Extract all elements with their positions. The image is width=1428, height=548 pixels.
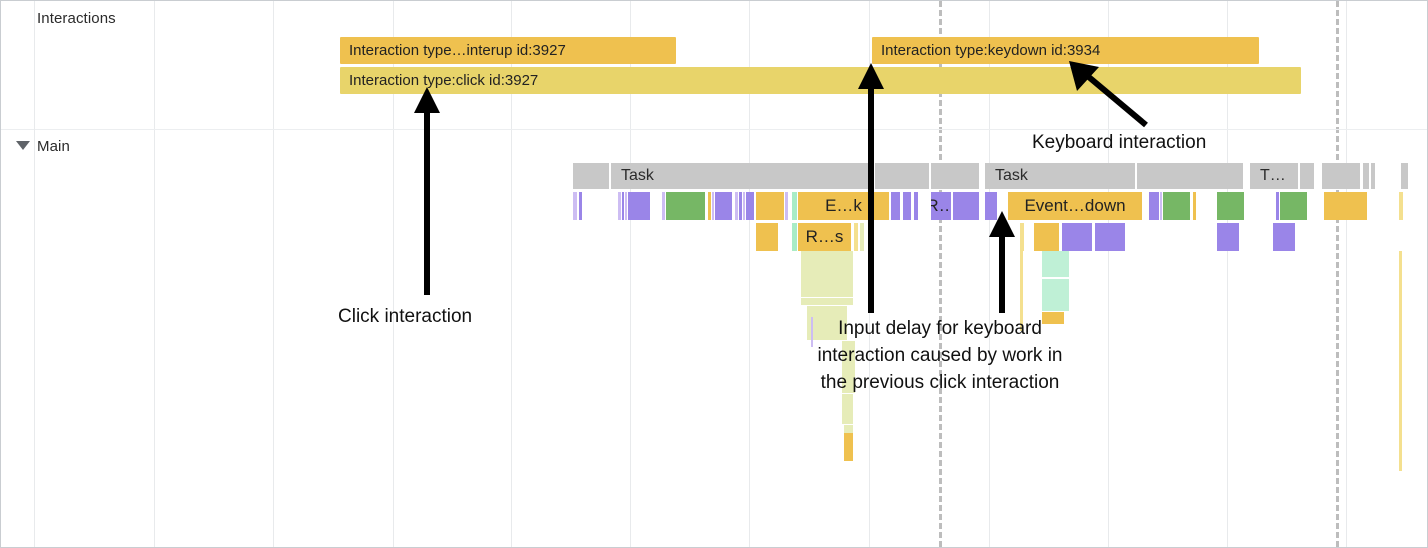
flame-l1-block-34[interactable] xyxy=(1399,192,1403,220)
flame-l1-block-3[interactable] xyxy=(622,192,624,220)
flame-l1-block-23[interactable] xyxy=(953,192,979,220)
flame-task-block-9[interactable] xyxy=(1363,163,1369,189)
flame-l1-block-10[interactable] xyxy=(715,192,732,220)
flame-l1-block-28[interactable] xyxy=(1163,192,1190,220)
flame-l1-block-20[interactable] xyxy=(903,192,911,220)
flame-l1-block-30[interactable] xyxy=(1217,192,1244,220)
flame-task-label-6: T… xyxy=(1260,167,1286,184)
flame-l1-block-17[interactable] xyxy=(792,192,797,220)
flame-thin-vertical-0[interactable] xyxy=(1020,251,1023,331)
flame-l2-block-7[interactable] xyxy=(1062,223,1092,251)
flame-cascade-pale-tail[interactable] xyxy=(844,433,853,461)
flame-task-block-10[interactable] xyxy=(1371,163,1375,189)
flame-l1-block-14[interactable] xyxy=(746,192,754,220)
flame-cascade-pale-segment-0[interactable] xyxy=(801,251,853,297)
flame-l1-block-29[interactable] xyxy=(1193,192,1196,220)
flame-cascade-pale-segment-4[interactable] xyxy=(842,394,853,424)
flame-l1-label-18: E…k xyxy=(825,196,862,215)
flame-l1-block-16[interactable] xyxy=(785,192,788,220)
flame-task-block-6[interactable] xyxy=(1250,163,1298,189)
flame-l1-block-13[interactable] xyxy=(743,192,745,220)
flame-task-block-0[interactable] xyxy=(573,163,609,189)
flame-l1-block-19[interactable] xyxy=(891,192,900,220)
flame-task-block-5[interactable] xyxy=(1137,163,1243,189)
flame-l2-block-8[interactable] xyxy=(1095,223,1125,251)
flame-task-block-1[interactable] xyxy=(611,163,873,189)
flame-l2-block-6[interactable] xyxy=(1034,223,1059,251)
flame-cascade-mint-segment-1[interactable] xyxy=(1042,279,1069,311)
flame-task-block-3[interactable] xyxy=(931,163,979,189)
flame-task-block-7[interactable] xyxy=(1300,163,1314,189)
flame-l1-block-1[interactable] xyxy=(579,192,582,220)
flame-l1-block-4[interactable] xyxy=(625,192,627,220)
flame-thin-vertical-1[interactable] xyxy=(811,317,813,347)
flame-l1-block-5[interactable] xyxy=(628,192,650,220)
flame-l1-block-24[interactable] xyxy=(985,192,997,220)
straight-up-arrow-input-delay-2 xyxy=(989,211,1015,313)
flame-l2-block-4[interactable] xyxy=(860,223,864,251)
flame-task-label-4: Task xyxy=(995,167,1028,184)
input-delay-annotation: Input delay for keyboard interaction cau… xyxy=(817,318,1063,393)
flame-task-block-11[interactable] xyxy=(1401,163,1408,189)
diagonal-up-left-arrow-keyboard xyxy=(1069,61,1148,128)
track-separator xyxy=(1,129,1427,130)
flame-l2-block-1[interactable] xyxy=(792,223,797,251)
flame-l1-block-0[interactable] xyxy=(573,192,577,220)
track-label-interactions[interactable]: Interactions xyxy=(37,10,116,27)
flame-l1-block-2[interactable] xyxy=(618,192,621,220)
keyboard-interaction-annotation: Keyboard interaction xyxy=(1032,132,1207,153)
flame-l2-block-0[interactable] xyxy=(756,223,778,251)
interaction-bar-keydown[interactable]: Interaction type:keydown id:3934 xyxy=(872,37,1259,64)
flame-task-block-2[interactable] xyxy=(875,163,929,189)
flame-l2-block-2[interactable] xyxy=(798,223,851,251)
flame-cascade-pale-segment-5[interactable] xyxy=(844,425,853,433)
gutter-divider xyxy=(34,1,35,547)
flame-l2-block-10[interactable] xyxy=(1273,223,1295,251)
flame-task-block-4[interactable] xyxy=(985,163,1135,189)
flame-thin-vertical-2[interactable] xyxy=(1399,251,1402,471)
flame-l1-block-8[interactable] xyxy=(708,192,711,220)
flame-l1-block-26[interactable] xyxy=(1149,192,1159,220)
flame-l1-block-27[interactable] xyxy=(1160,192,1162,220)
flame-l1-block-15[interactable] xyxy=(756,192,784,220)
flame-l1-block-21[interactable] xyxy=(914,192,918,220)
flame-l1-block-31[interactable] xyxy=(1276,192,1279,220)
flame-l1-label-22: R… xyxy=(931,192,951,220)
track-label-main[interactable]: Main xyxy=(37,138,70,155)
flame-l1-block-12[interactable] xyxy=(739,192,742,220)
flame-l2-label-2: R…s xyxy=(805,227,844,246)
flame-cascade-pale-segment-2[interactable] xyxy=(807,306,847,340)
straight-up-arrow-input-delay-1 xyxy=(858,63,884,313)
flame-cascade-pale-segment-3[interactable] xyxy=(842,341,855,393)
flame-l2-block-9[interactable] xyxy=(1217,223,1239,251)
flame-l1-label-25: Event…down xyxy=(1024,196,1126,215)
flame-l2-block-5[interactable] xyxy=(1020,223,1024,251)
flame-l1-block-6[interactable] xyxy=(662,192,665,220)
flame-l2-block-3[interactable] xyxy=(854,223,858,251)
flame-cascade-mint-tail[interactable] xyxy=(1042,312,1064,324)
interaction-bar-click[interactable]: Interaction type:click id:3927 xyxy=(340,67,1301,94)
flame-cascade-pale-segment-1[interactable] xyxy=(801,298,853,305)
flame-l1-block-22[interactable] xyxy=(931,192,951,220)
straight-up-arrow-click xyxy=(414,87,440,295)
interaction-bar-pointerup[interactable]: Interaction type…interup id:3927 xyxy=(340,37,676,64)
flame-l1-block-25[interactable] xyxy=(1008,192,1142,220)
flame-task-label-1: Task xyxy=(621,167,654,184)
click-interaction-annotation: Click interaction xyxy=(338,306,473,327)
flame-l1-block-9[interactable] xyxy=(712,192,714,220)
flame-l1-block-33[interactable] xyxy=(1324,192,1367,220)
flame-l1-block-7[interactable] xyxy=(666,192,705,220)
flame-task-block-8[interactable] xyxy=(1322,163,1360,189)
triangle-down-icon[interactable] xyxy=(16,141,30,150)
flame-l1-block-32[interactable] xyxy=(1280,192,1307,220)
flame-l1-block-11[interactable] xyxy=(735,192,738,220)
flame-cascade-mint-segment-0[interactable] xyxy=(1042,251,1069,277)
